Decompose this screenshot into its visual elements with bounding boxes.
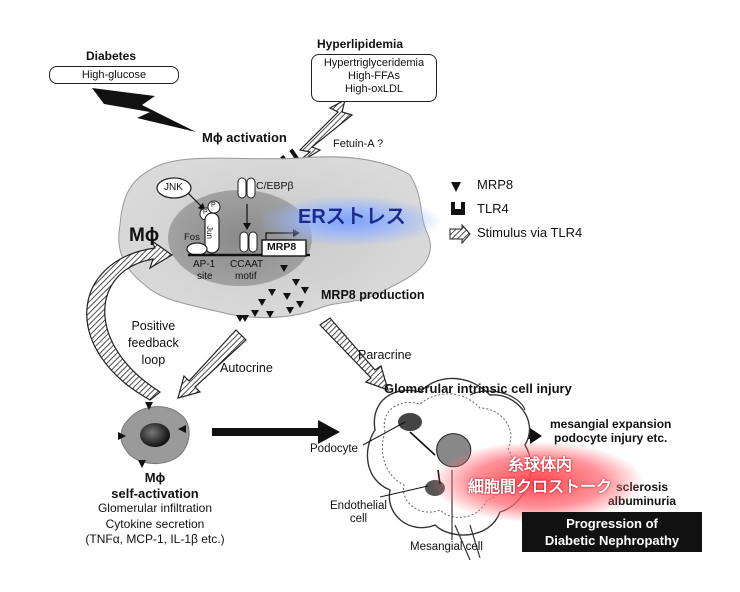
crosstalk-glow (432, 442, 642, 522)
paracrine-label: Paracrine (358, 348, 412, 362)
self-activation-title: Mϕ (144, 470, 166, 485)
mrp8-gene-label: MRP8 (267, 241, 297, 253)
mrp8-triangle (251, 310, 259, 317)
feedback-line: Positive (131, 319, 176, 333)
self-tlr4-left (118, 432, 126, 440)
cebp-label: C/EBPβ (256, 180, 294, 192)
fos-protein (186, 242, 208, 256)
mrp8-triangle (266, 311, 274, 318)
ap1-label: AP-1 (193, 259, 216, 270)
hyperlipidemia-line: High-FFAs (348, 70, 400, 83)
ccaat-motif-label: motif (235, 271, 257, 282)
hyperlipidemia-title: Hyperlipidemia (317, 37, 404, 51)
diabetes-box: High-glucose (49, 66, 179, 84)
self-activation-line: Cytokine secretion (105, 516, 205, 531)
er-stress-glow (260, 196, 440, 246)
mrp8-triangle (292, 279, 300, 286)
hyperlipidemia-box: Hypertriglyceridemia High-FFAs High-oxLD… (311, 54, 437, 102)
self-activation-block: Mϕ self-activation Glomerular infiltrati… (60, 470, 250, 548)
outcome1-line: mesangial expansion (550, 417, 672, 431)
cebp-protein-right (246, 177, 256, 199)
mrp8-triangle (268, 289, 276, 296)
outcome1-line: podocyte injury etc. (554, 430, 668, 445)
mrp8-triangle (236, 315, 244, 322)
hyperlipidemia-line: High-oxLDL (344, 83, 404, 96)
self-activation-line: Glomerular infiltration (97, 501, 213, 516)
crosstalk-arrow-1 (409, 431, 436, 456)
jnk-node (156, 177, 192, 199)
self-activation-subtitle: self-activation (111, 485, 199, 501)
mrp8-triangle (301, 287, 309, 294)
progression-line: Diabetic Nephropathy (544, 532, 680, 548)
mrp8-triangle (296, 301, 304, 308)
glomerular-title: Glomerular intrinsic cell injury (384, 381, 572, 396)
outcome1-block: mesangial expansion podocyte injury etc. (550, 417, 672, 446)
endothelial-label: Endothelial cell (330, 500, 387, 526)
legend-stimulus-icon (449, 223, 471, 245)
legend-tlr4-label: TLR4 (477, 201, 509, 216)
crosstalk-label: 糸球体内 細胞間クロストーク (460, 455, 620, 498)
fetuin-label: Fetuin-A ? (333, 138, 384, 150)
mrp8-molecules (236, 265, 309, 322)
ccaat-label: CCAAT (230, 259, 264, 270)
legend-stimulus-label: Stimulus via TLR4 (477, 225, 583, 240)
macrophage-label: Mϕ (129, 225, 160, 246)
cebp-bound-left (239, 231, 249, 253)
autocrine-arrow (177, 329, 247, 399)
phospho-label-2: P (211, 202, 216, 209)
endothelial-pointer (379, 485, 429, 498)
jun-protein (204, 212, 220, 254)
macrophage-activation-label: Mϕ activation (202, 130, 287, 145)
crosstalk-line: 糸球体内 (507, 457, 572, 474)
legend-tlr4-icon (451, 202, 465, 215)
legend-mrp8-label: MRP8 (477, 177, 514, 192)
jnk-label: JNK (164, 182, 183, 193)
mrp8-triangle (280, 265, 288, 272)
diabetes-title: Diabetes (86, 49, 137, 63)
feedback-line: feedback (128, 335, 179, 350)
main-arrow (212, 420, 340, 444)
endothelial-line: Endothelial (330, 500, 387, 512)
cebp-bound-right (248, 231, 258, 253)
podocyte-pointer (362, 421, 406, 446)
mrp8-gene-box (261, 239, 307, 257)
ap1-site-label: site (197, 271, 213, 282)
feedback-line: loop (141, 352, 166, 367)
fos-label: Fos (184, 232, 200, 243)
positive-feedback-arrow (86, 239, 174, 401)
progression-box: Progression of Diabetic Nephropathy (522, 512, 702, 552)
endothelial-line: cell (349, 513, 368, 526)
feedback-label: Positive feedback loop (128, 318, 179, 369)
diabetes-bolt-icon (92, 88, 196, 132)
progression-line: Progression of (566, 516, 658, 531)
legend-mrp8-icon (451, 182, 461, 192)
self-tlr4-right (178, 425, 186, 433)
self-activation-line: (TNFα, MCP-1, IL-1β etc.) (85, 532, 225, 547)
paracrine-arrow (319, 317, 389, 391)
hyperlipidemia-line: Hypertriglyceridemia (323, 57, 425, 69)
mrp8-triangle (258, 299, 266, 306)
mrp8-production-label: MRP8 production (321, 288, 425, 302)
cebp-protein-left (237, 177, 247, 199)
self-tlr4-top (145, 402, 153, 410)
phospho-label-1: P (203, 209, 208, 216)
podocyte-label: Podocyte (310, 443, 358, 455)
mrp8-triangle (286, 307, 294, 314)
mrp8-triangle (283, 293, 291, 300)
er-stress-label: ERストレス (298, 206, 406, 228)
cebp-arrowhead (243, 223, 251, 230)
self-activation-nucleus (140, 423, 170, 447)
mesangial-label: Mesangial cell (410, 541, 483, 553)
crosstalk-line: 細胞間クロストーク (467, 478, 612, 496)
self-tlr4-bottom (138, 460, 146, 468)
autocrine-label: Autocrine (220, 361, 273, 375)
jun-label: Jun (205, 226, 215, 239)
